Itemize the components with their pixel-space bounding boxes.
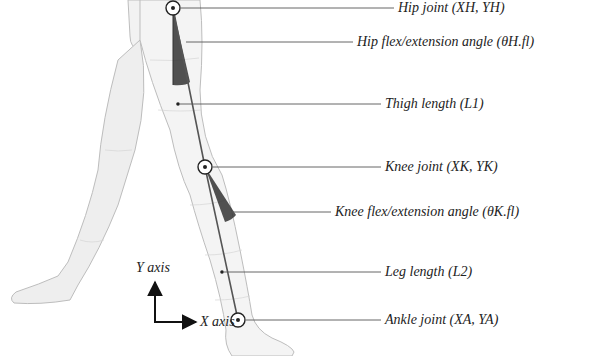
mesh-lines [80,58,250,300]
knee-angle-wedge [205,167,236,222]
axis-arrow [154,282,196,322]
joint-label: Hip joint (XH, YH) [398,0,505,17]
axis-label: X axis [200,313,235,331]
joint-label: Knee joint (XK, YK) [385,158,498,176]
front-leg [140,0,294,356]
axis-label: Y axis [136,259,170,277]
length-label: Thigh length (L1) [385,95,484,113]
angle-label: Hip flex/extension angle (θH.fl) [357,33,534,51]
joint-label: Ankle joint (XA, YA) [385,311,498,329]
leader-line [180,8,394,320]
angle-label: Knee flex/extension angle (θK.fl) [335,203,519,221]
segment-line [173,8,238,320]
length-label: Leg length (L2) [385,263,472,281]
back-leg [11,40,144,304]
joint-marker [166,1,245,327]
